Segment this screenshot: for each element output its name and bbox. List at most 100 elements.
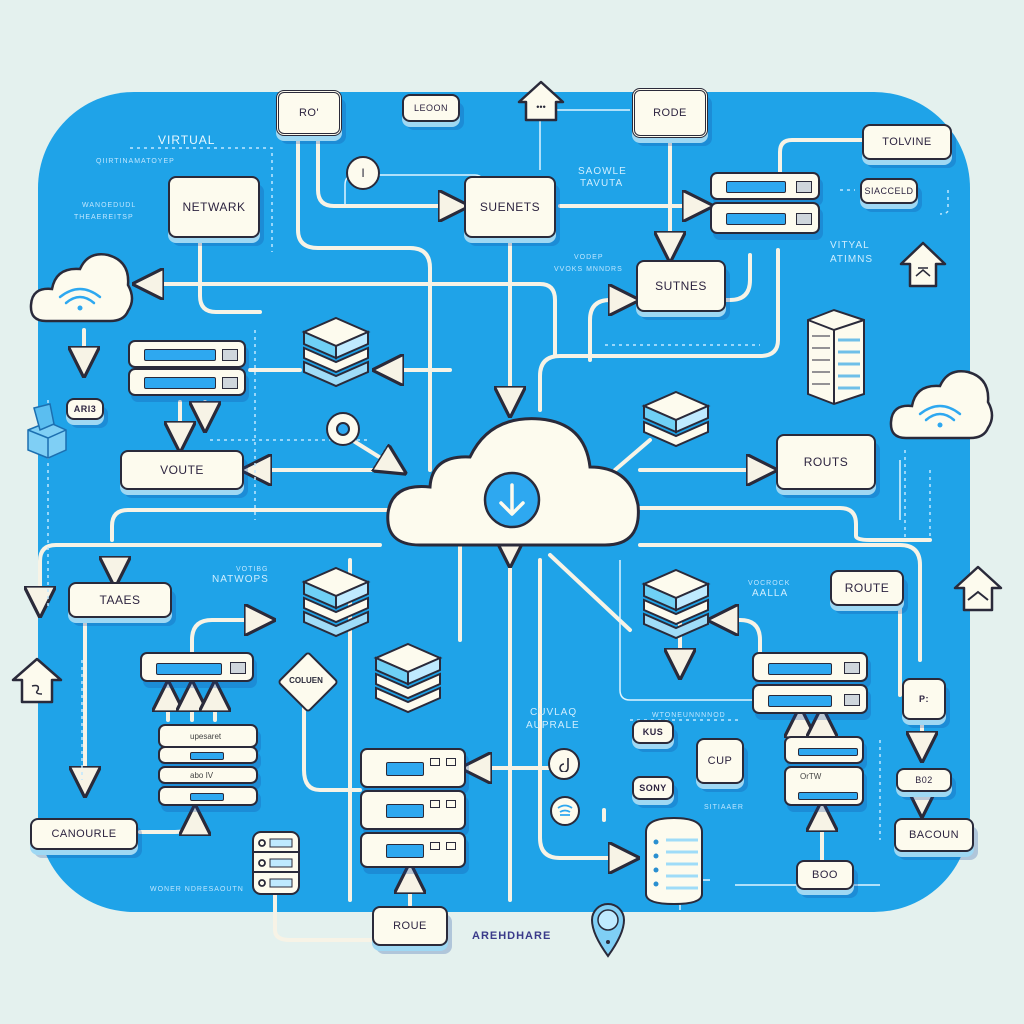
switch-right-a[interactable] xyxy=(752,652,868,682)
rack-unit-2[interactable] xyxy=(158,746,258,764)
switch-port-icon xyxy=(844,662,860,674)
location-pin-icon[interactable] xyxy=(588,900,628,960)
left-cloud[interactable] xyxy=(28,245,138,325)
switch-right-b[interactable] xyxy=(752,684,868,714)
wire-ro-subnets xyxy=(316,134,462,206)
dotted-virtual xyxy=(130,147,273,252)
node-sutnes[interactable]: SUTNES xyxy=(636,260,726,312)
wire-to-left-cloud xyxy=(140,284,557,357)
link-circle-icon[interactable] xyxy=(548,748,580,780)
rack-unit-4[interactable] xyxy=(158,786,258,806)
node-cup[interactable]: CUP xyxy=(696,738,744,784)
label-virtual-sub: QIIRTINAMATOYEP xyxy=(96,158,175,165)
server-cube-icon[interactable] xyxy=(640,388,712,458)
server-cube-icon[interactable] xyxy=(372,640,444,720)
node-tolvine[interactable]: TOLVINE xyxy=(862,124,952,160)
target-dot xyxy=(336,422,350,436)
node-route[interactable]: ROUTE xyxy=(830,570,904,606)
node-rode-label: RODE xyxy=(653,107,687,119)
node-siacceld-label: SIACCELD xyxy=(864,186,914,196)
signal-circle-icon[interactable] xyxy=(550,796,580,826)
node-ro[interactable]: RO' xyxy=(276,90,342,136)
rack-right-1[interactable] xyxy=(784,736,864,764)
label-votibg: VOTIBG xyxy=(236,566,269,573)
node-route-label: ROUTE xyxy=(844,581,890,595)
node-voute[interactable]: VOUTE xyxy=(120,450,244,490)
node-routs[interactable]: ROUTS xyxy=(776,434,876,490)
target-icon[interactable] xyxy=(326,412,360,446)
node-sutnes-label: SUTNES xyxy=(655,279,707,293)
node-network[interactable]: NETWARK xyxy=(168,176,260,238)
node-coluen-label: COLUEN xyxy=(289,675,323,685)
node-p[interactable]: P: xyxy=(902,678,946,720)
switch-bar xyxy=(386,762,424,776)
switch-top-right-a[interactable] xyxy=(710,172,820,200)
node-leoon[interactable]: LEOON xyxy=(402,94,460,122)
label-tavuta: TAVUTA xyxy=(580,178,624,189)
node-ari[interactable]: ARI3 xyxy=(66,398,104,420)
timer-circle[interactable]: I xyxy=(346,156,380,190)
rack-right-2[interactable]: OrTW xyxy=(784,766,864,806)
server-stack-icon[interactable] xyxy=(640,812,710,908)
node-taaes-label: TAAES xyxy=(99,593,141,607)
home-icon-right-top[interactable] xyxy=(898,240,948,292)
wire-right-long xyxy=(538,248,780,412)
label-natwops: NATWOPS xyxy=(212,574,269,585)
switch-bar xyxy=(768,663,832,675)
server-cube-icon[interactable] xyxy=(300,314,372,394)
home-icon-left[interactable] xyxy=(10,656,64,708)
wire-network-down xyxy=(198,238,262,314)
router-unit-1[interactable] xyxy=(360,748,466,788)
server-cube-icon[interactable] xyxy=(640,566,712,646)
node-taaes[interactable]: TAAES xyxy=(68,582,172,618)
rack-unit-3[interactable]: abo IV xyxy=(158,766,258,784)
switch-port-icon xyxy=(230,662,246,674)
rack-unit-1[interactable]: upesaret xyxy=(158,724,258,748)
node-canourle[interactable]: CANOURLE xyxy=(30,818,138,850)
rack-unit-label: upesaret xyxy=(190,732,222,741)
switch-top-right-b[interactable] xyxy=(710,202,820,234)
home-icon-right[interactable] xyxy=(952,564,1004,616)
home-icon-glyph: ••• xyxy=(536,102,545,112)
home-icon-top[interactable]: ••• xyxy=(516,80,566,124)
wifi-icon xyxy=(918,404,962,422)
node-kus[interactable]: KUS xyxy=(632,720,674,744)
label-cuvlaq: CUVLAQ xyxy=(530,707,578,718)
server-cube-icon[interactable] xyxy=(300,564,372,644)
node-b02[interactable]: B02 xyxy=(896,768,952,792)
brand-text: AREHDHARE xyxy=(472,930,552,942)
router-unit-3[interactable] xyxy=(360,832,466,868)
switch-bar xyxy=(190,793,224,801)
led-icon xyxy=(430,800,440,808)
node-bacoun[interactable]: BACOUN xyxy=(894,818,974,852)
node-subnets[interactable]: SUENETS xyxy=(464,176,556,238)
router-unit-2[interactable] xyxy=(360,790,466,830)
wire-left-loop xyxy=(40,543,382,610)
wire-canourle xyxy=(138,812,195,832)
switch-bar xyxy=(386,804,424,818)
wire-cloud-right1 xyxy=(638,506,932,542)
led-icon xyxy=(446,758,456,766)
package-icon[interactable] xyxy=(20,400,70,460)
node-roue[interactable]: ROUE xyxy=(372,906,448,946)
node-voute-label: VOUTE xyxy=(160,463,204,477)
central-cloud[interactable] xyxy=(380,405,650,555)
database-icon[interactable] xyxy=(250,826,302,898)
switch-left-mid[interactable] xyxy=(140,652,254,682)
right-cloud[interactable] xyxy=(888,362,998,442)
switch-left-top[interactable] xyxy=(128,340,246,368)
signal-glyph-icon xyxy=(557,804,573,816)
node-tolvine-label: TOLVINE xyxy=(882,136,932,148)
node-canourle-label: CANOURLE xyxy=(51,828,117,840)
node-boo[interactable]: BOO xyxy=(796,860,854,890)
wire-cloud-lowright xyxy=(548,553,632,632)
node-sony[interactable]: SONY xyxy=(632,776,674,800)
switch-left-bottom[interactable] xyxy=(128,368,246,396)
led-icon xyxy=(430,758,440,766)
label-wanoedudl: WANOEDUDL xyxy=(82,202,137,209)
node-rode[interactable]: RODE xyxy=(632,88,708,138)
node-coluen[interactable]: COLUEN xyxy=(276,650,340,714)
label-vvoks: VVOKS MNNDRS xyxy=(554,266,623,273)
node-siacceld[interactable]: SIACCELD xyxy=(860,178,918,204)
server-tower-icon[interactable] xyxy=(804,306,868,406)
